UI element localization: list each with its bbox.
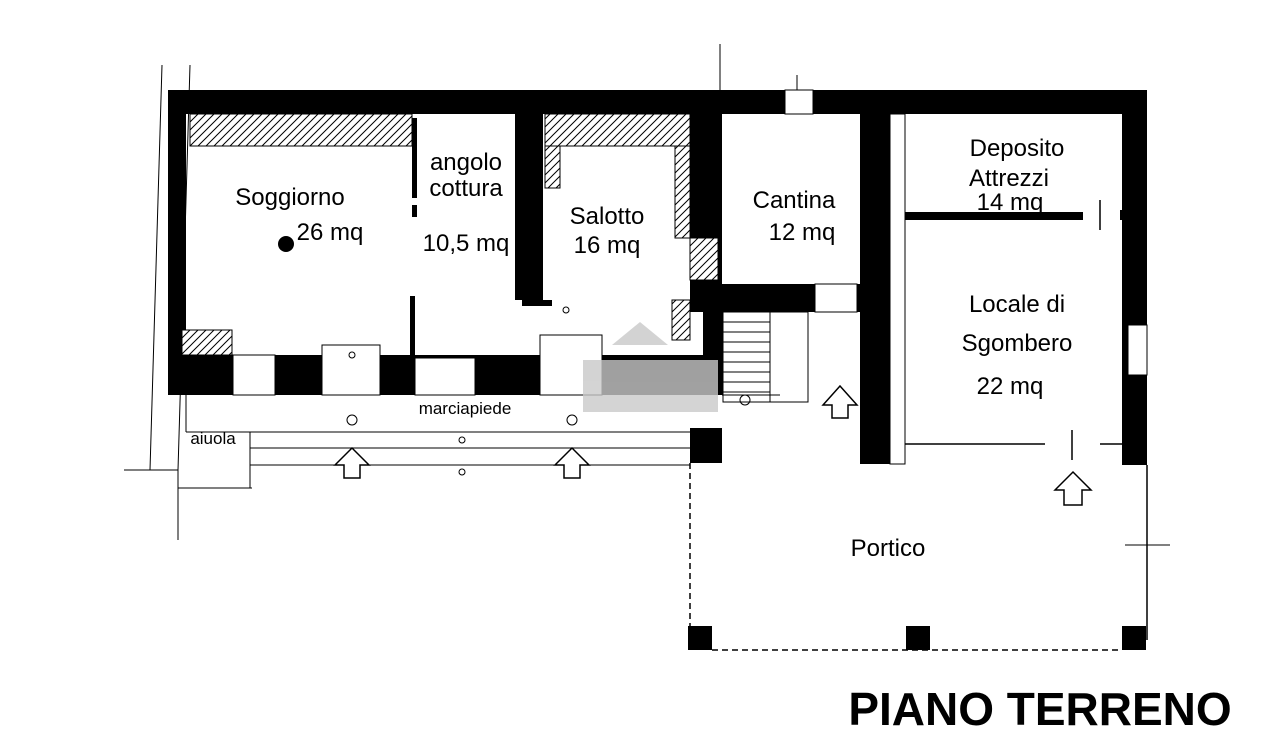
hatched-areas [181,113,719,356]
arrow-icon [333,446,371,479]
arrow-icon [821,384,859,419]
cantina-area: 12 mq [769,219,836,246]
salotto-area: 16 mq [574,232,641,259]
staircase [722,311,809,406]
deposito-name-1: Deposito [970,135,1065,162]
entry-arrows [333,384,1093,506]
angolo-name-1: angolo [430,149,502,176]
wall-openings [232,89,1148,465]
watermark-logo [583,322,718,412]
marciapiede-label: marciapiede [419,399,512,418]
portico-outline [689,463,1122,651]
step-markers [346,306,578,476]
soggiorno-area: 26 mq [297,219,364,246]
angolo-area: 10,5 mq [423,230,510,257]
sgombero-name-2: Sgombero [962,330,1073,357]
angolo-name-2: cottura [429,175,503,202]
salotto-name: Salotto [570,203,645,230]
sgombero-name-1: Locale di [969,291,1065,318]
site-lines [124,44,1170,546]
deposito-name-2: Attrezzi [969,165,1049,192]
arrow-icon [553,446,591,479]
arrow-icon [1053,470,1093,506]
cantina-name: Cantina [753,187,836,214]
deposito-area: 14 mq [977,189,1044,216]
portico-right-edge [905,200,1148,640]
fireplace-icon [278,236,294,252]
soggiorno-name: Soggiorno [235,184,344,211]
aiuola-label: aiuola [190,429,236,448]
sgombero-area: 22 mq [977,373,1044,400]
plan-title: PIANO TERRENO [848,683,1231,735]
portico-name: Portico [851,535,926,562]
sidewalk [185,394,780,488]
